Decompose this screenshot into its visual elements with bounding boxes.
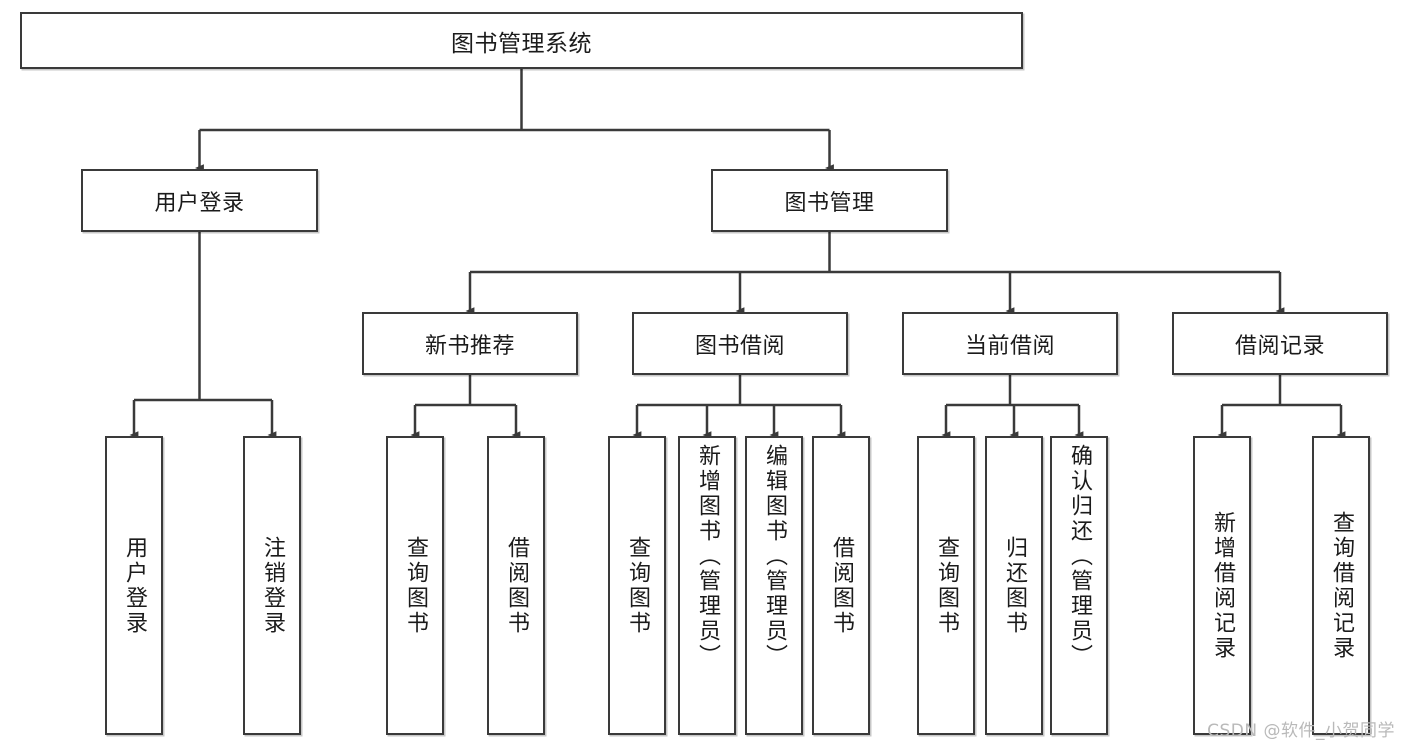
node-label: 当前借阅 xyxy=(964,333,1055,359)
node-user-login[interactable]: 用户登录 xyxy=(81,169,318,232)
node-new-book-recommend[interactable]: 新书推荐 xyxy=(362,312,578,375)
node-leaf-leaf-logout-login[interactable]: 注销登录 xyxy=(243,436,301,735)
node-book-manage[interactable]: 图书管理 xyxy=(711,169,948,232)
node-leaf-leaf-query-book-1[interactable]: 查询图书 xyxy=(386,436,444,735)
node-label: 用户登录 xyxy=(154,190,245,216)
node-current-borrow[interactable]: 当前借阅 xyxy=(902,312,1118,375)
node-borrow-record[interactable]: 借阅记录 xyxy=(1172,312,1388,375)
node-label: 新书推荐 xyxy=(424,333,515,359)
node-label: 新增借阅记录 xyxy=(1209,510,1235,661)
node-label: 借阅图书 xyxy=(503,535,529,636)
node-label: 查询借阅记录 xyxy=(1328,510,1354,661)
node-leaf-leaf-borrow-book-2[interactable]: 借阅图书 xyxy=(812,436,870,735)
node-label: 查询图书 xyxy=(933,535,959,636)
node-leaf-leaf-query-book-2[interactable]: 查询图书 xyxy=(608,436,666,735)
node-label: 确认归还（管理员） xyxy=(1066,444,1092,669)
node-label: 图书管理系统 xyxy=(451,30,592,57)
node-label: 用户登录 xyxy=(121,535,147,636)
node-label: 新增图书（管理员） xyxy=(694,444,720,669)
node-label: 借阅记录 xyxy=(1234,333,1325,359)
node-leaf-leaf-borrow-book-1[interactable]: 借阅图书 xyxy=(487,436,545,735)
node-label: 图书借阅 xyxy=(694,333,785,359)
node-label: 归还图书 xyxy=(1001,535,1027,636)
node-book-borrow[interactable]: 图书借阅 xyxy=(632,312,848,375)
node-leaf-leaf-confirm-return-admin[interactable]: 确认归还（管理员） xyxy=(1050,436,1108,735)
connector-group xyxy=(129,69,1346,439)
node-label: 借阅图书 xyxy=(828,535,854,636)
node-leaf-leaf-user-login[interactable]: 用户登录 xyxy=(105,436,163,735)
node-root-root[interactable]: 图书管理系统 xyxy=(20,12,1023,69)
node-leaf-leaf-add-book-admin[interactable]: 新增图书（管理员） xyxy=(678,436,736,735)
node-label: 查询图书 xyxy=(624,535,650,636)
node-label: 注销登录 xyxy=(259,535,285,636)
node-leaf-leaf-add-borrow-record[interactable]: 新增借阅记录 xyxy=(1193,436,1251,735)
node-leaf-leaf-query-borrow-record[interactable]: 查询借阅记录 xyxy=(1312,436,1370,735)
node-label: 编辑图书（管理员） xyxy=(761,444,787,669)
node-label: 图书管理 xyxy=(784,190,875,216)
node-label: 查询图书 xyxy=(402,535,428,636)
node-leaf-leaf-edit-book-admin[interactable]: 编辑图书（管理员） xyxy=(745,436,803,735)
node-leaf-leaf-return-book[interactable]: 归还图书 xyxy=(985,436,1043,735)
node-leaf-leaf-query-book-3[interactable]: 查询图书 xyxy=(917,436,975,735)
